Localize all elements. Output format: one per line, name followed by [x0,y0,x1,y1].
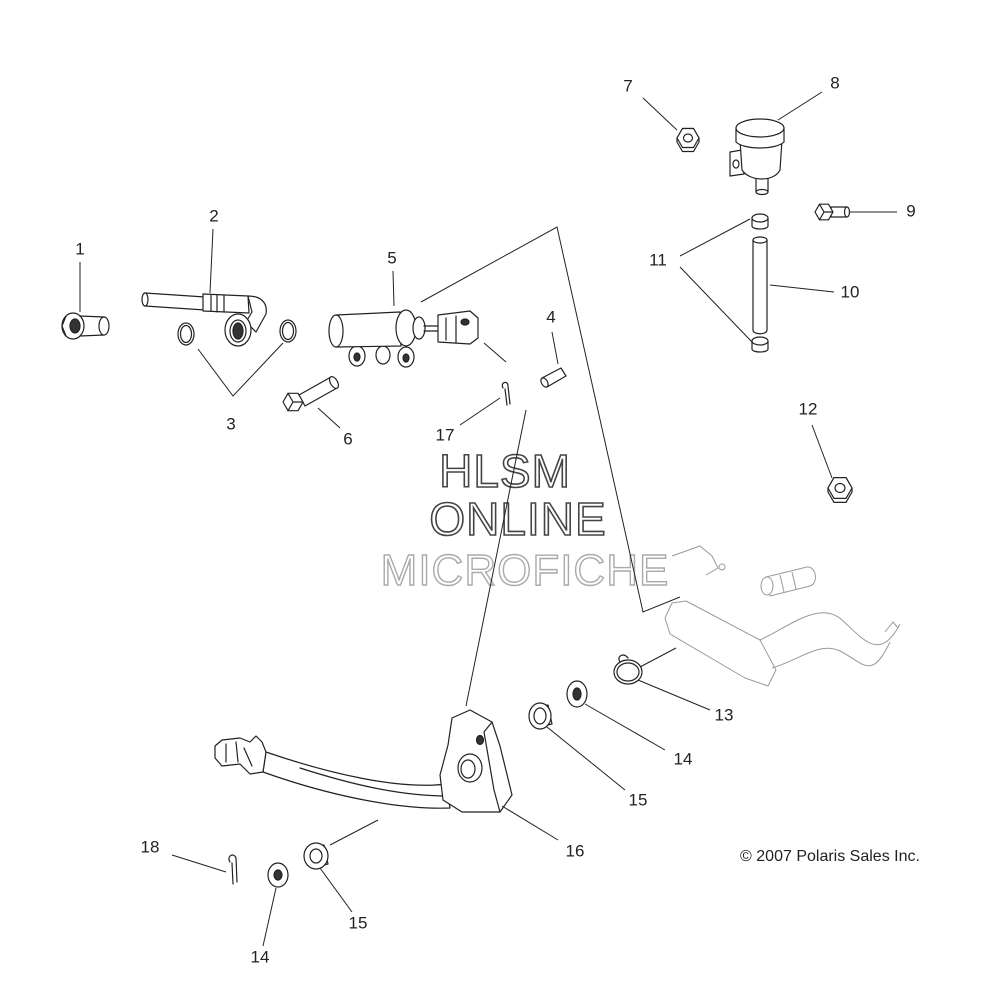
callout-5: 5 [387,248,396,267]
callout-14-upper: 14 [674,749,693,768]
leader-7 [642,97,678,131]
leader-18 [171,854,227,873]
callout-2: 2 [209,206,218,225]
part-brake-hose [141,292,267,347]
part-nut-12 [827,477,853,503]
part-spring-clip [613,654,643,685]
leader-12 [811,424,833,479]
watermark-line-1: HLSM [439,445,571,497]
callout-16: 16 [566,841,585,860]
callout-6: 6 [343,429,352,448]
part-pin [540,367,567,388]
frame-outline [664,545,901,687]
callout-14-lower: 14 [251,947,270,966]
part-bushing-lower [303,842,329,870]
watermark-line-3: MICROFICHE [381,546,670,595]
part-banjo-bolt [61,312,110,340]
part-nut-7 [676,127,700,153]
leader-6 [317,407,341,429]
leader-14-lower [262,887,277,947]
callout-9: 9 [906,201,915,220]
part-washer-upper [566,680,588,708]
part-o-rings [177,319,297,346]
part-cotter-pin-lower [228,854,238,885]
part-bolt-6 [282,376,340,412]
leader-17 [459,397,501,426]
callout-12: 12 [799,399,818,418]
connector-bushing-to-pedal [329,819,379,846]
part-reservoir-tube [752,236,768,335]
part-cotter-pin-upper [501,381,511,406]
callout-17: 17 [436,425,455,444]
callout-7: 7 [623,76,632,95]
leader-15-upper [546,726,626,791]
leader-4 [551,331,559,365]
part-bolt-9 [814,203,851,221]
part-master-cylinder [328,309,479,368]
callout-10: 10 [841,282,860,301]
pedal-pad [760,566,816,597]
part-reservoir [729,118,785,196]
leader-2 [209,228,214,294]
connector-clip-to-frame [639,647,677,668]
leader-lines [79,91,897,947]
callout-18: 18 [141,837,160,856]
callout-15-lower: 15 [349,913,368,932]
leader-3 [197,342,284,397]
leader-11 [679,218,753,343]
callout-1: 1 [75,239,84,258]
part-hose-clamps [751,213,769,353]
watermark: HLSM ONLINE MICROFICHE [380,444,670,596]
leader-10 [769,284,835,293]
leader-5 [392,270,395,307]
callouts: 1 2 3 4 5 6 7 8 9 10 11 12 13 14 15 16 1… [75,73,915,966]
copyright-notice: © 2007 Polaris Sales Inc. [740,848,920,865]
callout-11: 11 [649,250,667,269]
callout-4: 4 [546,307,555,326]
connector-lines [329,226,681,846]
connector-clevis-to-pin [483,342,507,363]
leader-13 [637,679,711,711]
part-brake-pedal [214,709,513,813]
callout-3: 3 [226,414,235,433]
callout-15-upper: 15 [629,790,648,809]
callout-8: 8 [830,73,839,92]
connector-pin-to-pedal [465,409,527,707]
leader-14-upper [584,703,666,751]
watermark-line-2: ONLINE [429,493,606,545]
leader-16 [501,805,559,841]
callout-13: 13 [715,705,734,724]
leader-8 [777,91,823,121]
part-washer-lower [267,862,289,888]
leader-15-lower [319,867,353,913]
part-bushing-upper [528,702,553,730]
connector-cylinder-to-frame [420,226,681,613]
